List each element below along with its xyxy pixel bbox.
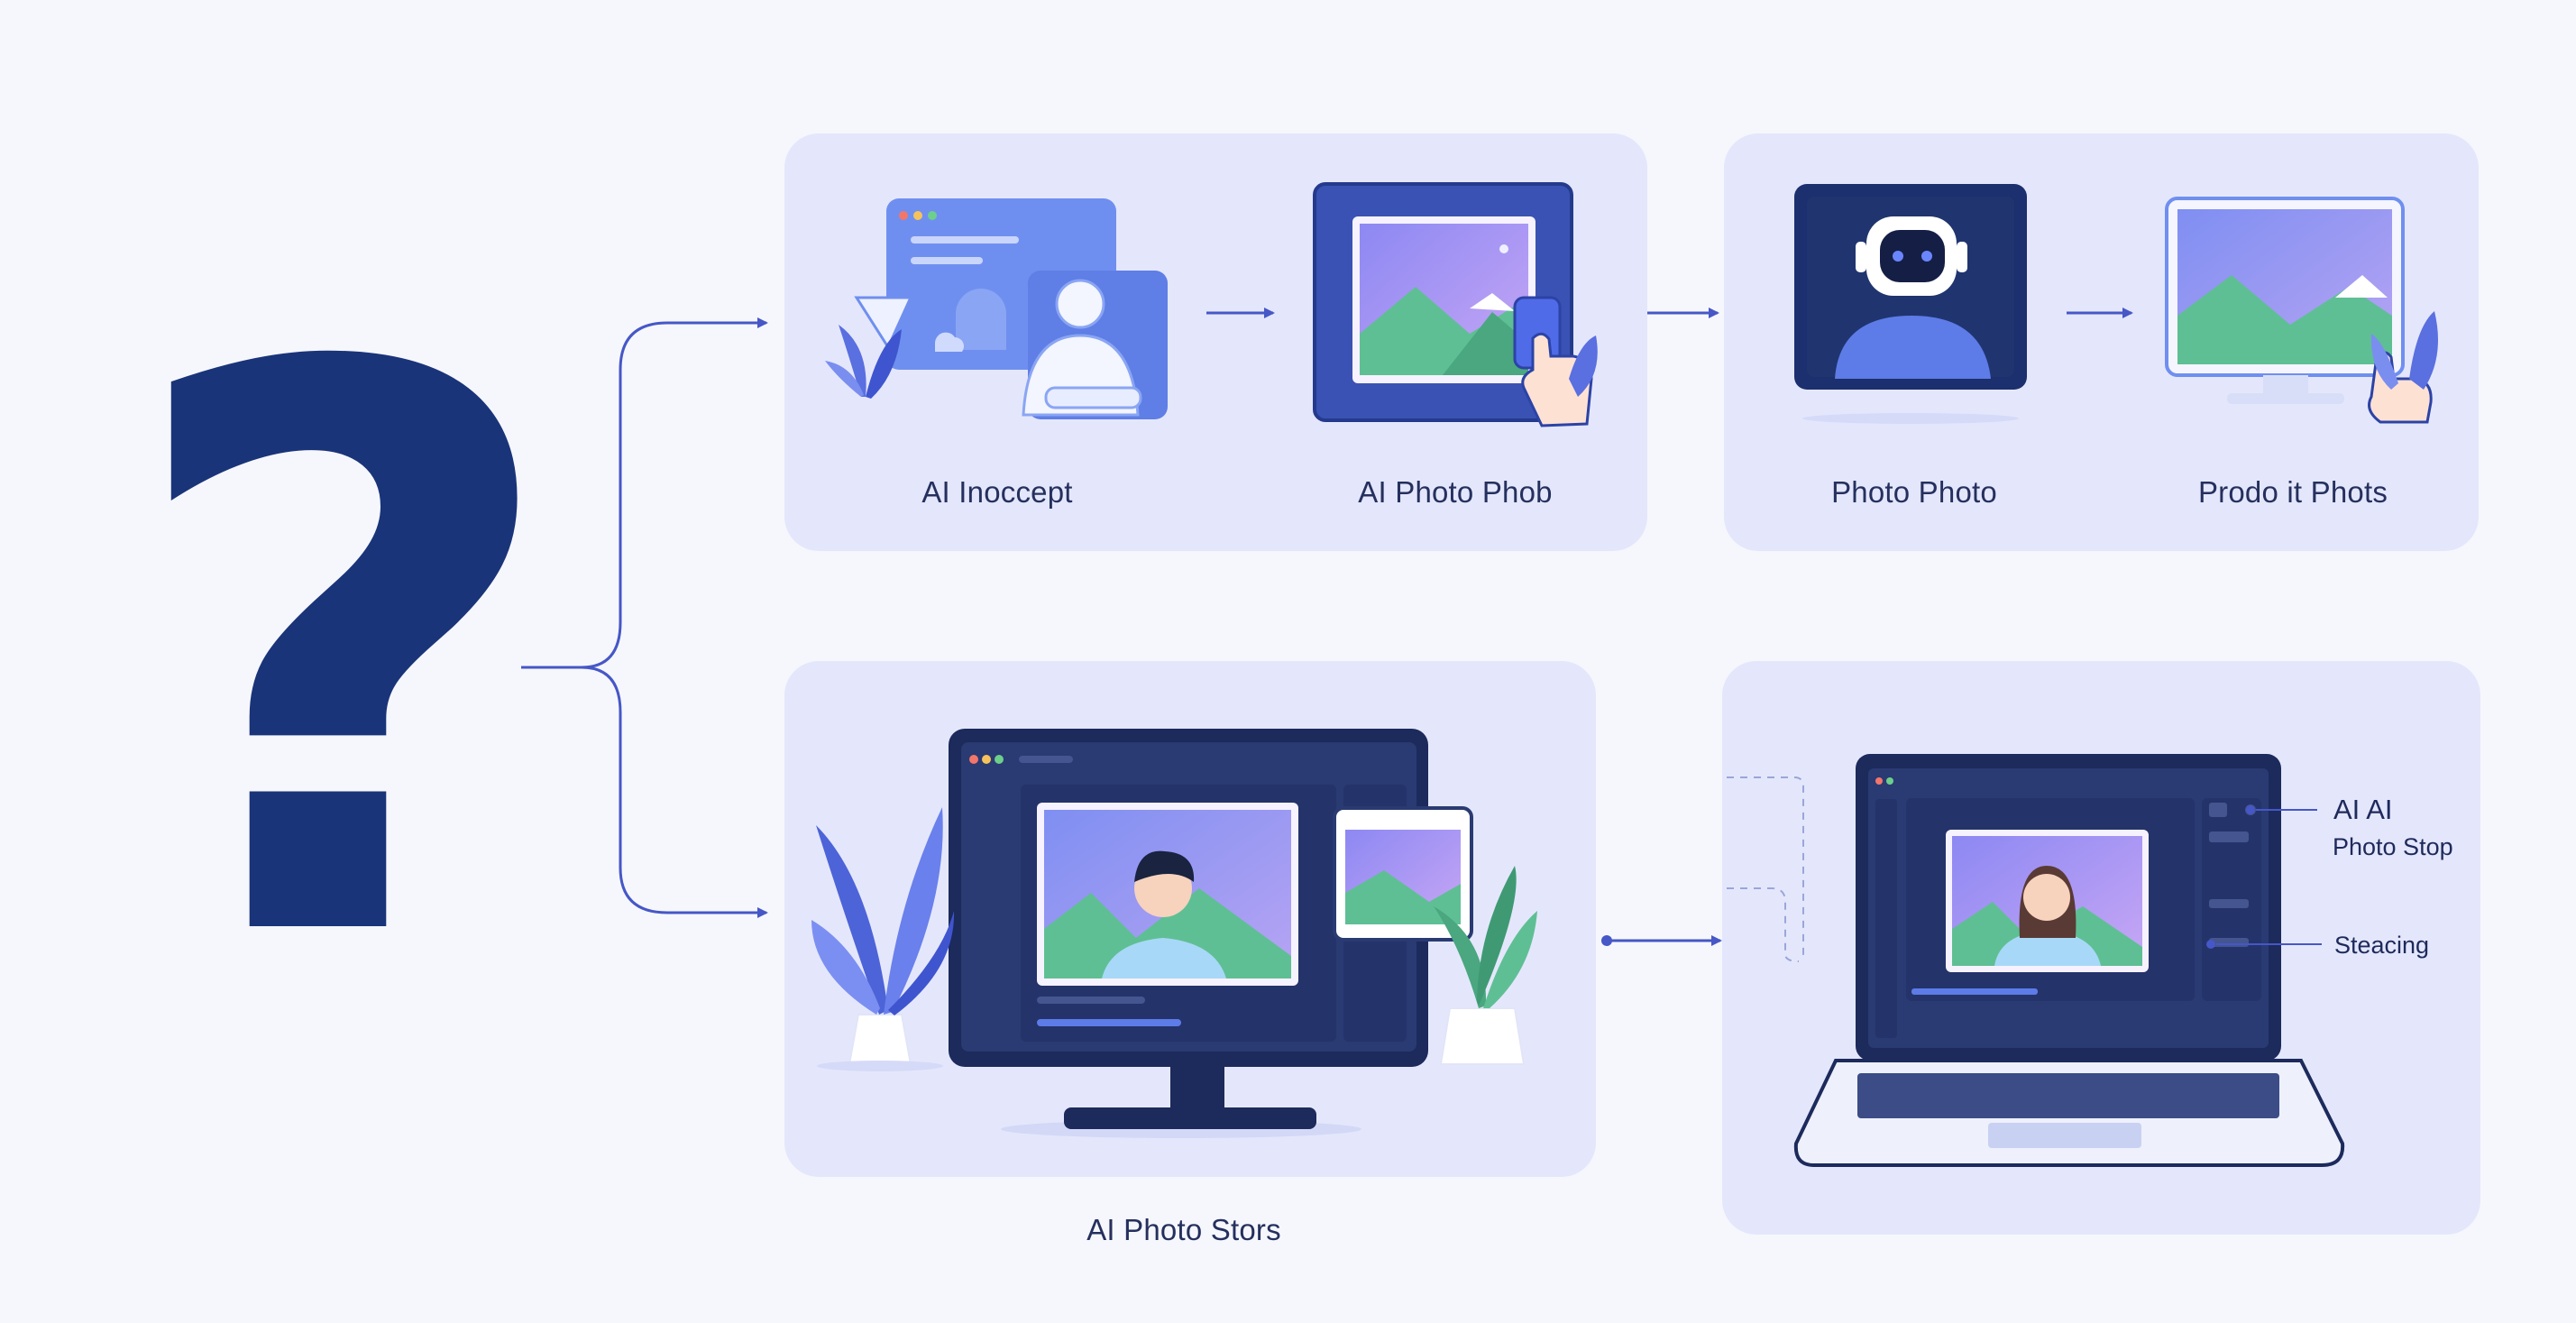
laptop-photo-editor-icon	[1727, 754, 2345, 1167]
monitor-landscape-touch-icon	[2165, 197, 2438, 424]
step-label-photo-photo: Photo Photo	[1831, 475, 1997, 509]
desktop-photo-editor-icon	[811, 729, 1537, 1138]
step-label-prodo-it-phots: Prodo it Phots	[2197, 475, 2388, 509]
callout-setting: Steacing	[2334, 932, 2430, 959]
callout-title: AI AI	[2333, 794, 2393, 825]
callout-subtitle: Photo Stop	[2333, 833, 2453, 860]
question-mark-icon: ?	[117, 207, 568, 1109]
step-label-ai-photo-phob: AI Photo Phob	[1358, 475, 1553, 509]
step-arrows	[1206, 308, 2133, 946]
caption-ai-photo-stors: AI Photo Stors	[1086, 1213, 1281, 1246]
branch-connector	[521, 317, 768, 918]
photo-frame-touch-icon	[1313, 182, 1598, 427]
step-label-ai-inoccept: AI Inoccept	[921, 475, 1073, 509]
ai-assistant-window-icon	[825, 198, 1168, 419]
robot-person-portrait-icon	[1794, 184, 2027, 424]
